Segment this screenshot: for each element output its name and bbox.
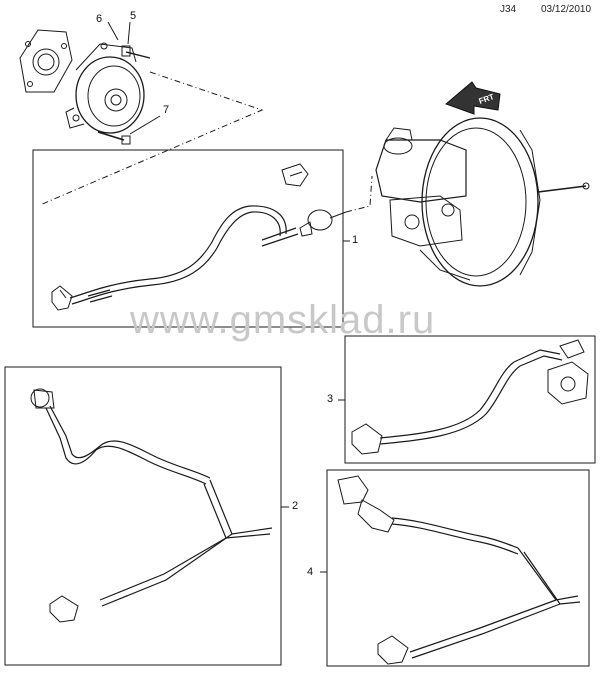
pump-connection-line [39, 71, 264, 206]
brake-fluid-reservoir [375, 127, 467, 203]
item-4-frame [326, 469, 590, 667]
callout-1: 1 [352, 234, 359, 246]
pump-mounting-bolt [97, 131, 131, 145]
vacuum-pump [65, 42, 145, 134]
hose-1-pump-end-connector [51, 285, 73, 311]
check-valve [299, 209, 347, 237]
hose-2-booster-end-connector [30, 388, 55, 409]
hose-3-connector [351, 423, 383, 455]
item-1-frame [32, 149, 344, 328]
watermark: www.gmsklad.ru [130, 298, 436, 342]
callout-4: 4 [307, 566, 314, 578]
hose-clip [281, 163, 309, 187]
reference-code: J34 [500, 4, 517, 15]
hose-3-valve-assembly [547, 339, 589, 405]
hose-3 [379, 349, 563, 445]
pump-stud-bolt [121, 45, 151, 59]
hose-2-pump-end-connector [49, 595, 79, 623]
hose-2 [45, 405, 273, 607]
callout-2: 2 [292, 500, 299, 512]
brake-booster [419, 117, 590, 287]
master-cylinder [389, 195, 463, 247]
hose-1 [69, 205, 299, 305]
callout-7: 7 [163, 104, 170, 116]
callout-3: 3 [327, 393, 334, 405]
hose-4-pump-end-connector [377, 635, 409, 665]
hose-4 [391, 517, 581, 659]
callout-6: 6 [96, 13, 103, 25]
callout-5: 5 [130, 10, 137, 22]
item-2-frame [4, 366, 282, 666]
front-direction-arrow [445, 81, 501, 115]
hose-4-booster-end-connector [337, 475, 395, 533]
vacuum-pump-gasket [19, 29, 73, 93]
diagram-date: 03/12/2010 [541, 4, 592, 15]
